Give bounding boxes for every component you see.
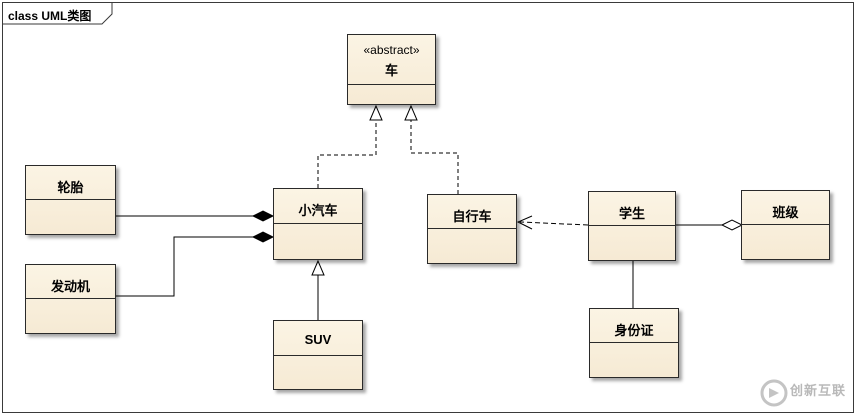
realization-arrowhead-left [369,104,383,121]
class-student-name: 学生 [618,206,645,221]
class-tire[interactable]: 轮胎 [25,165,116,235]
realization-bicycle-to-car [410,120,459,194]
class-student-divider [589,225,675,226]
class-class-group[interactable]: 班级 [741,190,830,260]
class-car-name: 车 [384,63,398,78]
realization-arrowhead-right [404,104,418,121]
class-small-car-divider [274,223,362,224]
class-tire-name: 轮胎 [57,180,84,195]
class-engine[interactable]: 发动机 [25,264,116,334]
dependency-student-bicycle-line [519,221,589,226]
class-engine-divider [26,298,115,299]
realization-small-car-to-car [317,120,377,188]
class-car-divider [348,84,435,85]
generalization-arrowhead [311,259,325,276]
class-engine-name: 发动机 [50,279,90,294]
class-id-card-name: 身份证 [614,323,654,338]
aggregation-diamond [720,219,744,231]
class-small-car[interactable]: 小汽车 [273,188,363,260]
class-small-car-name: 小汽车 [298,203,338,218]
frame-tab-outline [3,3,113,25]
class-student[interactable]: 学生 [588,191,676,261]
watermark: 创新互联 [758,376,854,412]
class-suv-divider [274,355,362,356]
class-id-card[interactable]: 身份证 [589,308,679,378]
class-bicycle[interactable]: 自行车 [427,194,517,264]
class-suv-name: SUV [304,332,332,347]
class-tire-divider [26,199,115,200]
watermark-text: 创新互联 [790,383,847,398]
composition-diamond-engine [251,231,275,243]
class-bicycle-name: 自行车 [452,209,492,224]
class-suv[interactable]: SUV [273,320,363,390]
composition-engine-line [116,236,254,297]
class-car-stereotype: «abstract» [363,43,420,57]
frame-title: class UML类图 [8,9,92,23]
composition-diamond-tire [251,210,275,222]
dependency-arrowhead [516,215,533,230]
class-bicycle-divider [428,228,516,229]
class-id-card-divider [590,342,678,343]
class-class-group-divider [742,224,829,225]
watermark-logo-icon [760,379,788,407]
class-class-group-name: 班级 [772,205,799,220]
class-car[interactable]: «abstract» 车 [347,34,436,105]
